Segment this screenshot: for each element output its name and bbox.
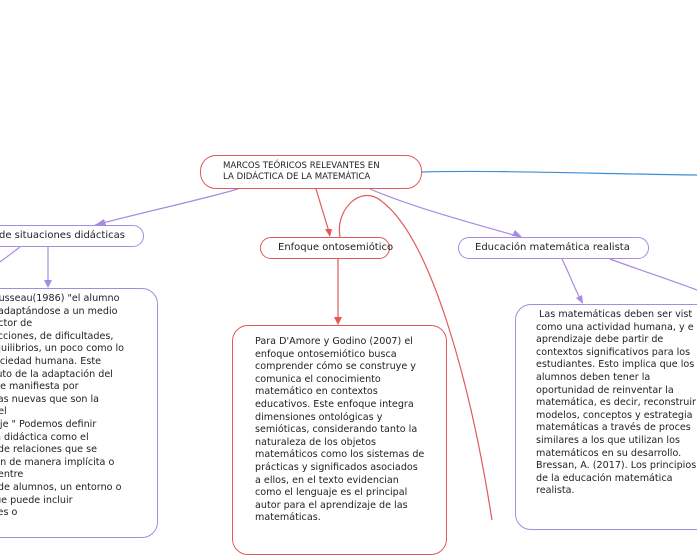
connector-layer [0,170,697,520]
connector-central-to-left-topic [94,188,239,226]
arrowhead-middle-topic [325,229,332,237]
connector-right-topic-to-card [561,258,583,303]
connector-central-to-middle-topic [315,188,331,236]
connector-central-loop-down [338,194,493,520]
arrowhead-middle-card [334,317,342,325]
topic-educacion-matematica-realista[interactable]: Educación matemática realista [458,237,649,259]
arrowhead-left-card [44,280,52,288]
central-topic[interactable]: MARCOS TEÓRICOS RELEVANTES EN LA DIDÁCTI… [200,155,422,189]
topic-enfoque-ontosemiotico[interactable]: Enfoque ontosemiótico [260,237,393,259]
arrowhead-left-topic [95,219,106,225]
card-enfoque-ontosemiotico[interactable]: Para D'Amore y Godino (2007) el enfoque … [232,325,447,555]
card-situaciones-didacticas[interactable]: rousseau(1986) "el alumno e adaptándose … [0,288,158,538]
connector-central-to-offscreen [421,170,697,176]
arrowhead-right-topic [512,230,522,237]
connector-central-to-right-topic [369,188,521,238]
arrowhead-right-card [576,295,583,304]
topic-situaciones-didacticas[interactable]: de situaciones didácticas [0,225,144,247]
connector-right-topic-offscreen [609,258,697,291]
card-educacion-matematica-realista[interactable]: Las matemáticas deben ser vist como una … [515,304,697,530]
connector-left-topic-offscreen [0,246,21,263]
